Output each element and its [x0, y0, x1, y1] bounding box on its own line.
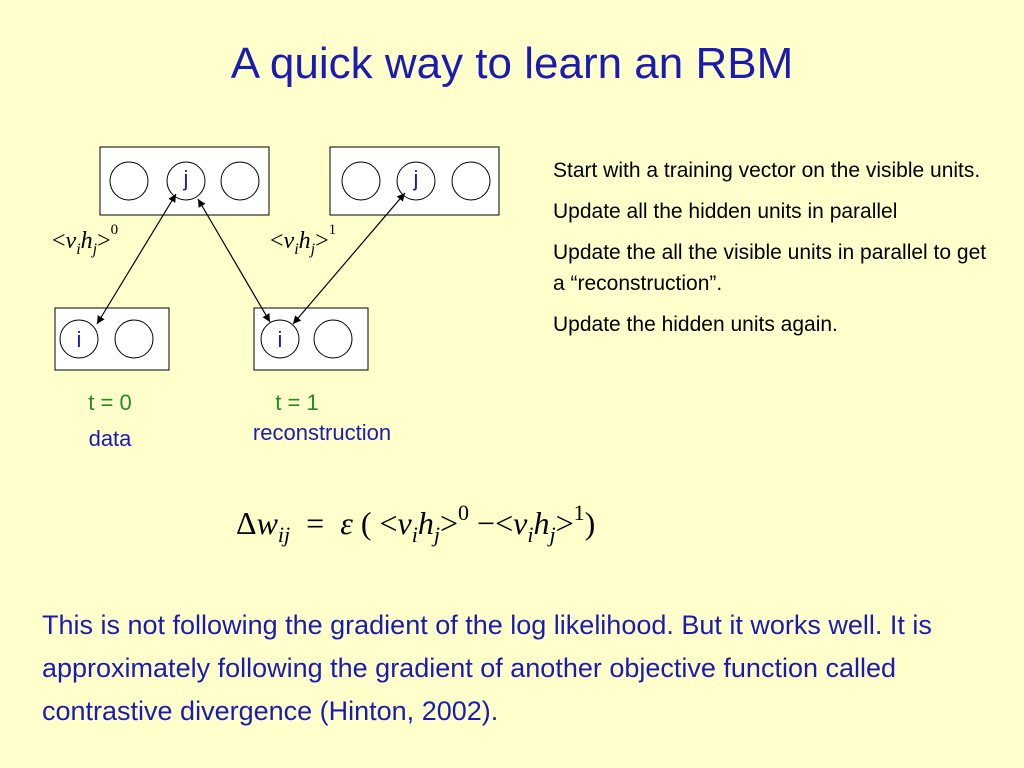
hidden-unit-label-t0: j [183, 166, 189, 191]
time-label-t1: t = 1 [275, 390, 319, 415]
slide-title: A quick way to learn an RBM [230, 39, 794, 88]
hidden-unit-label-t1: j [413, 166, 419, 191]
steps-list: Start with a training vector on the visi… [553, 155, 993, 350]
hidden-unit-j [396, 161, 436, 201]
hidden-unit [341, 161, 381, 201]
step-item: Update all the hidden units in parallel [553, 200, 898, 223]
visible-unit [114, 319, 154, 359]
visible-unit-i [59, 319, 99, 359]
connection-arrow-t0 [96, 193, 177, 325]
hidden-unit-j [166, 161, 206, 201]
stat-label-t0: <vihj>0 [52, 222, 118, 258]
hidden-unit [109, 161, 149, 201]
connection-arrow-t1 [292, 192, 406, 325]
caption-data: data [88, 426, 132, 451]
hidden-unit [451, 161, 491, 201]
visible-unit [313, 319, 353, 359]
time-label-t0: t = 0 [88, 390, 132, 415]
visible-unit-i [260, 319, 300, 359]
step-item: Update the hidden units again. [553, 313, 838, 336]
hidden-unit [220, 161, 260, 201]
caption-reconstruction: reconstruction [252, 420, 392, 445]
visible-unit-label-t0: i [77, 327, 82, 352]
connection-arrow-reconstruct [197, 198, 271, 323]
stat-label-t1: <vihj>1 [270, 222, 336, 258]
explanation-note: This is not following the gradient of th… [42, 610, 932, 726]
weight-update-formula: Δwij = ε ( <vihj>0 −<vihj>1) [236, 500, 596, 547]
step-item: Update the all the visible units in para… [553, 241, 987, 295]
visible-unit-label-t1: i [278, 327, 283, 352]
step-item: Start with a training vector on the visi… [553, 159, 981, 182]
